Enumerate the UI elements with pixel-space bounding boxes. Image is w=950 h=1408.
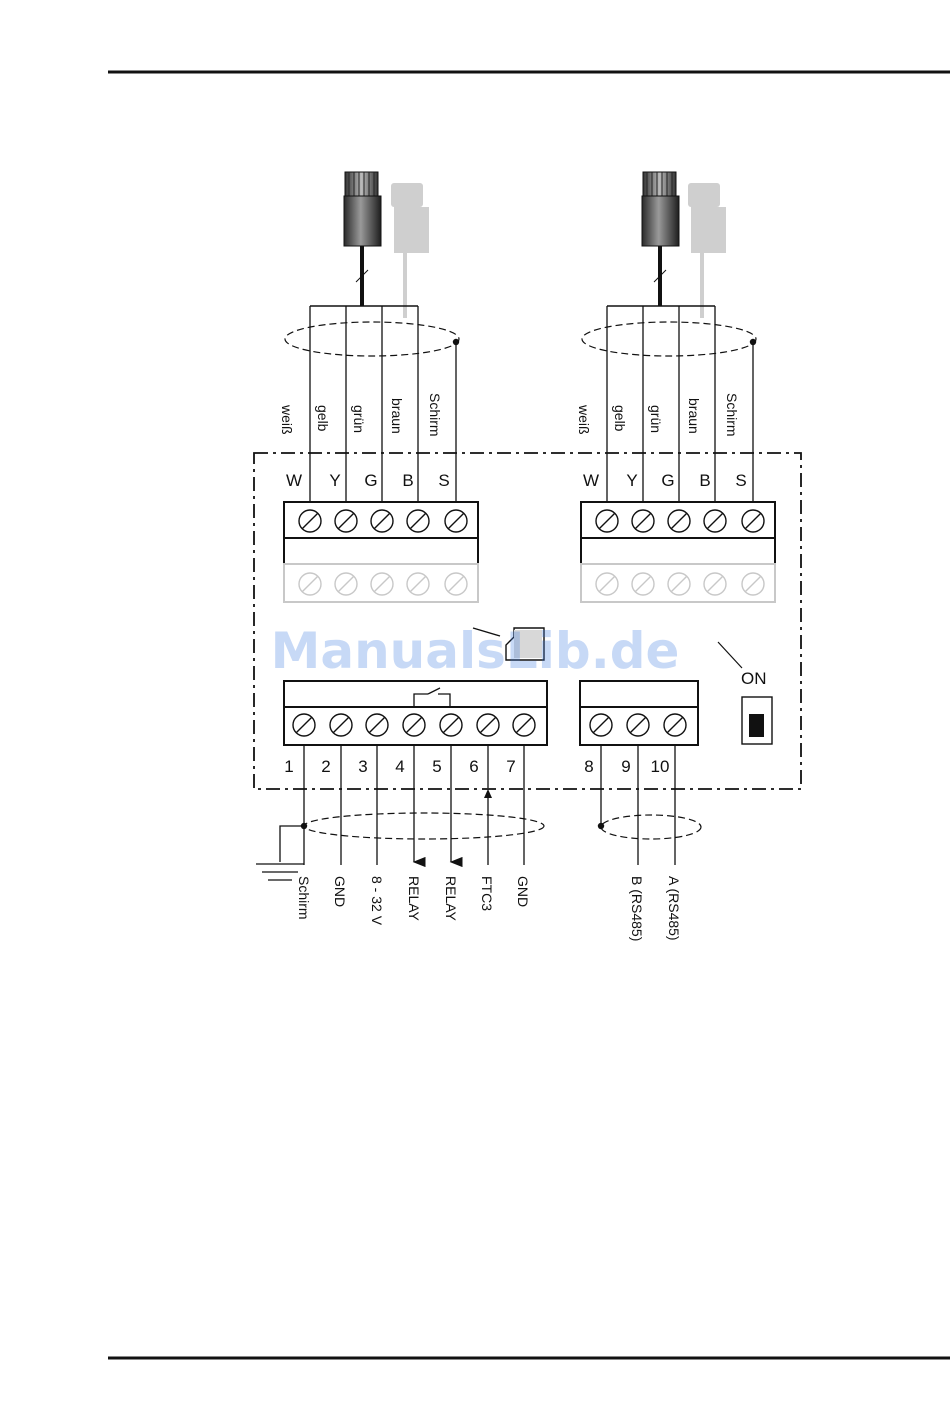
letter-Y-left: Y [329,471,340,490]
terminal-number-9: 9 [621,757,630,776]
wire-label-gruen-right: grün [648,405,664,433]
terminal-number-10: 10 [651,757,670,776]
ghost-connector-left [391,183,429,318]
wire-label-schirm-right: Schirm [724,393,740,437]
terminal-number-2: 2 [321,757,330,776]
ground-icon [256,826,304,880]
terminal-number-6: 6 [469,757,478,776]
output-label-ftc3: FTC3 [479,876,495,911]
output-label-gnd-1: GND [332,876,348,907]
terminal-number-1: 1 [284,757,293,776]
letter-B-right: B [699,471,710,490]
dip-switch: ON [718,642,772,744]
wire-label-braun-right: braun [686,398,702,434]
letter-Y-right: Y [626,471,637,490]
output-labels: Schirm GND 8 - 32 V RELAY RELAY FTC3 GND… [296,876,682,941]
ftc3-arrow [484,789,492,798]
output-label-supply: 8 - 32 V [369,876,385,926]
wire-label-gruen-left: grün [351,405,367,433]
output-label-gnd-2: GND [515,876,531,907]
letter-G-left: G [364,471,377,490]
letter-B-left: B [402,471,413,490]
output-wires-main [304,745,524,865]
sensor-terminal-base-right [581,538,775,564]
wire-label-gelb-left: gelb [315,405,331,432]
terminal-number-5: 5 [432,757,441,776]
output-label-relay-2: RELAY [443,876,459,922]
letter-S-right: S [735,471,746,490]
terminal-number-7: 7 [506,757,515,776]
wire-label-schirm-left: Schirm [427,393,443,437]
letter-W-left: W [286,471,302,490]
wire-label-gelb-right: gelb [612,405,628,432]
terminal-number-4: 4 [395,757,404,776]
wire-label-weiss-right: weiß [576,404,592,435]
rs485-terminal-top [580,681,698,707]
sensor-terminal-base-left [284,538,478,564]
output-label-schirm: Schirm [296,876,312,920]
terminal-numbers: 1 2 3 4 5 6 7 8 9 10 [284,757,669,776]
terminal-number-3: 3 [358,757,367,776]
output-label-rs485-b: B (RS485) [629,876,645,941]
output-label-relay-1: RELAY [406,876,422,922]
letter-S-left: S [438,471,449,490]
connector-left [344,172,381,306]
switch-on-label: ON [741,669,767,688]
letter-W-right: W [583,471,599,490]
terminal-number-8: 8 [584,757,593,776]
wire-label-weiss-left: weiß [279,404,295,435]
ghost-connector-right [688,183,726,318]
connector-right [642,172,679,306]
watermark: ManualsLib.de [271,622,680,680]
output-label-rs485-a: A (RS485) [666,876,682,941]
letter-G-right: G [661,471,674,490]
wire-label-braun-left: braun [389,398,405,434]
